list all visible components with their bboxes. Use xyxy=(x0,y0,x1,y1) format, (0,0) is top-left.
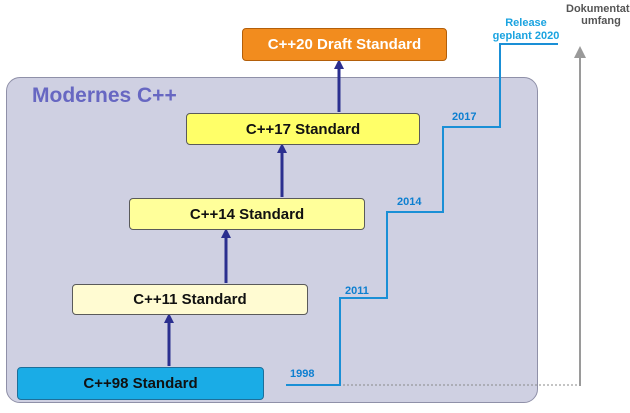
cpp17-standard-box: C++17 Standard xyxy=(186,113,420,145)
year-2011: 2011 xyxy=(345,285,369,297)
axis-label-line2: umfang xyxy=(581,15,621,27)
year-1998: 1998 xyxy=(290,368,315,380)
cpp14-standard-box: C++14 Standard xyxy=(129,198,365,230)
region-title: Modernes C++ xyxy=(32,84,177,107)
axis-label-line1: Dokumentations- xyxy=(566,3,630,15)
release-staircase xyxy=(286,43,558,386)
year-2017: 2017 xyxy=(452,111,477,123)
cpp20-draft-box: C++20 Draft Standard xyxy=(242,28,447,61)
cpp98-standard-box: C++98 Standard xyxy=(17,367,264,400)
release-line1: Release xyxy=(505,17,547,29)
documentation-axis-label: Dokumentations- umfang xyxy=(566,3,630,27)
cpp11-standard-box: C++11 Standard xyxy=(72,284,308,315)
release-line2: geplant 2020 xyxy=(492,30,560,42)
release-planned-label: Release geplant 2020 xyxy=(486,17,566,43)
year-2014: 2014 xyxy=(397,196,422,208)
